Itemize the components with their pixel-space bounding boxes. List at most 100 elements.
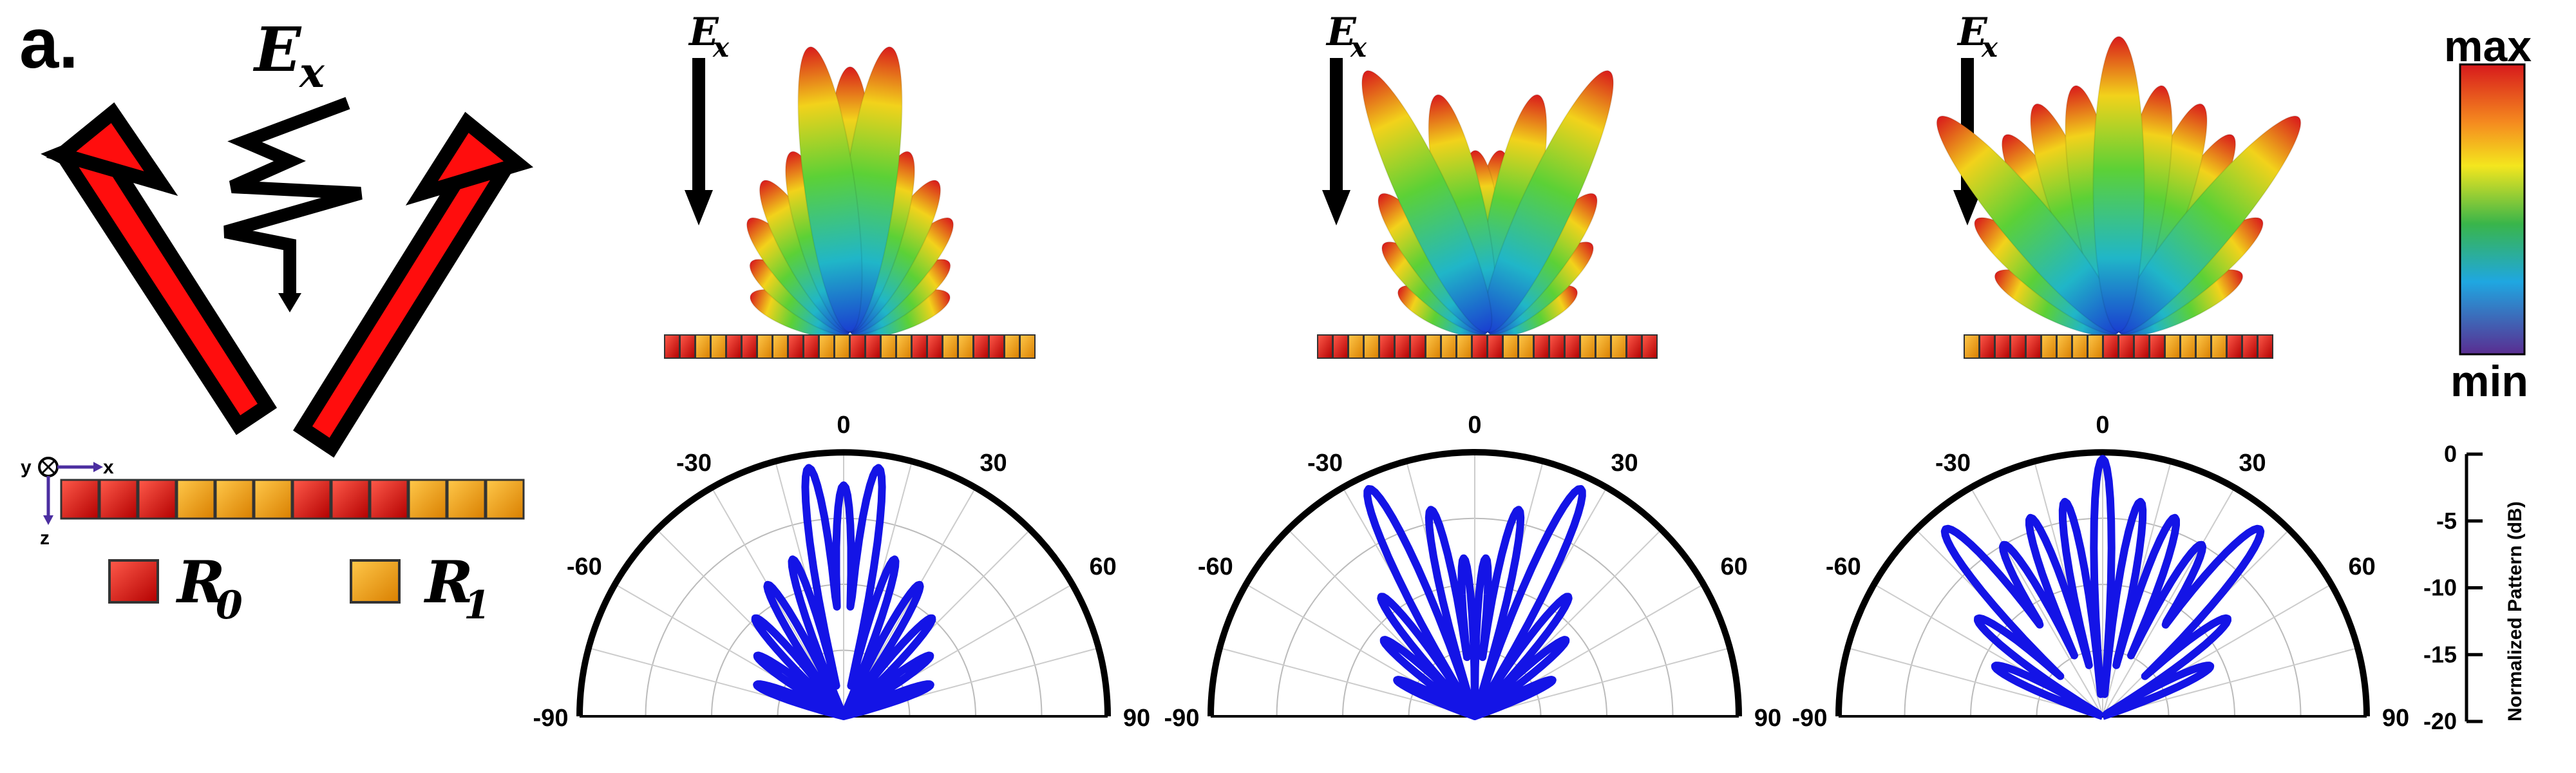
array-cell-r0 <box>849 334 866 359</box>
array-cell-r0 <box>1549 334 1565 359</box>
polar-grid-spoke <box>1219 647 1475 717</box>
polar-tick-label: 90 <box>1123 705 1150 732</box>
coordinate-axes: x y z <box>21 457 114 549</box>
ex-label: E <box>1956 10 1988 55</box>
array-cell-r0 <box>292 479 332 520</box>
polar-pattern-curve <box>751 464 936 720</box>
array-cell-r0 <box>726 334 742 359</box>
polar-grid-spoke <box>1474 647 1730 717</box>
array-cell-r1 <box>1595 334 1611 359</box>
unit-cell-legend: R 0 R 1 <box>108 548 491 628</box>
polar-tick-label: 90 <box>1754 705 1781 732</box>
polar-tick-label: 60 <box>1090 553 1117 580</box>
field-label-sub: x <box>298 48 325 97</box>
polar-tick-label: -30 <box>1307 450 1343 477</box>
array-cell-r1 <box>1518 334 1534 359</box>
legend-r1-label: R <box>423 548 473 616</box>
array-cell-r1 <box>1502 334 1519 359</box>
array-cell-r0 <box>60 479 100 520</box>
incident-field-symbol: E x <box>223 14 363 312</box>
array-cell-r0 <box>330 479 370 520</box>
array-cell-r0 <box>1533 334 1549 359</box>
legend-r0-sub: 0 <box>216 583 243 628</box>
polar-tick-label: -60 <box>1198 553 1233 580</box>
array-cell-r0 <box>2226 334 2242 359</box>
array-cell-r0 <box>927 334 943 359</box>
ex-label-sub: x <box>712 32 730 63</box>
field-zigzag <box>223 97 363 296</box>
array-cell-r0 <box>1626 334 1642 359</box>
ex-arrowhead <box>1953 190 1982 225</box>
array-cell-r0 <box>1979 334 1995 359</box>
array-cell-r0 <box>369 479 409 520</box>
array-cell-r0 <box>2103 334 2119 359</box>
polar-outer-arc <box>576 449 1111 717</box>
array-cell-r0 <box>741 334 757 359</box>
array-cell-r0 <box>1317 334 1333 359</box>
array-cell-r0 <box>1564 334 1580 359</box>
array-cell-r1 <box>2087 334 2103 359</box>
ex-label: E <box>688 10 719 55</box>
field-arrowhead <box>278 293 301 312</box>
array-cell-r1 <box>2195 334 2211 359</box>
left-beam-arrow <box>41 122 278 435</box>
array-cell-r1 <box>896 334 912 359</box>
array-cell-r1 <box>446 479 486 520</box>
legend-r1-swatch <box>350 559 401 604</box>
axis-y-label: y <box>21 457 32 478</box>
polar-tick-label: -60 <box>1826 553 1861 580</box>
array-cell-r0 <box>2118 334 2134 359</box>
array-cell-r0 <box>1642 334 1658 359</box>
array-cell-r1 <box>710 334 726 359</box>
array-cell-r1 <box>485 479 525 520</box>
db-tick-label: 0 <box>2444 441 2457 467</box>
array-cell-r1 <box>1425 334 1441 359</box>
polar-grid-spoke <box>1970 487 2103 717</box>
array-cell-r1 <box>2056 334 2072 359</box>
polar-tick-label: 30 <box>980 450 1007 477</box>
array-cell-r1 <box>1456 334 1472 359</box>
array-cell-r1 <box>1019 334 1036 359</box>
polar-outer-arc <box>1208 449 1742 717</box>
array-cell-r1 <box>1611 334 1627 359</box>
ex-label-sub: x <box>1350 32 1367 63</box>
array-cell-r0 <box>989 334 1005 359</box>
array-cell-r0 <box>865 334 881 359</box>
db-tick-label: -10 <box>2423 575 2457 601</box>
db-tick-label: -5 <box>2436 508 2457 534</box>
polar-pattern-curve <box>1940 455 2265 720</box>
array-cell-r1 <box>772 334 788 359</box>
polar-tick-label: 30 <box>1611 450 1638 477</box>
array-cell-r1 <box>2164 334 2181 359</box>
polar-tick-label: -30 <box>1935 450 1971 477</box>
db-tick-label: -20 <box>2423 708 2457 734</box>
array-cell-r0 <box>1994 334 2011 359</box>
color-bar: max min <box>2444 22 2532 406</box>
lobe-panel-1: Ex <box>664 10 1036 359</box>
array-cell-r0 <box>1379 334 1395 359</box>
array-cell-r0 <box>1410 334 1426 359</box>
array-cell-r0 <box>137 479 177 520</box>
array-cell-r1 <box>1441 334 1457 359</box>
array-cell-r0 <box>99 479 138 520</box>
array-cell-r0 <box>2010 334 2026 359</box>
colorbar-min-label: min <box>2450 357 2528 406</box>
array-cell-r0 <box>788 334 804 359</box>
colorbar-gradient <box>2459 63 2526 356</box>
ex-label: E <box>1325 10 1357 55</box>
array-cell-r1 <box>2211 334 2227 359</box>
array-cell-r0 <box>2134 334 2150 359</box>
polar-pattern-curve <box>1363 485 1586 720</box>
array-cell-r1 <box>1348 334 1364 359</box>
array-cell-r1 <box>2180 334 2196 359</box>
polar-tick-label: -60 <box>567 553 602 580</box>
field-label-main: E <box>252 14 302 86</box>
array-cell-r1 <box>834 334 850 359</box>
array-cell-r1 <box>1363 334 1379 359</box>
array-cell-r0 <box>2257 334 2273 359</box>
